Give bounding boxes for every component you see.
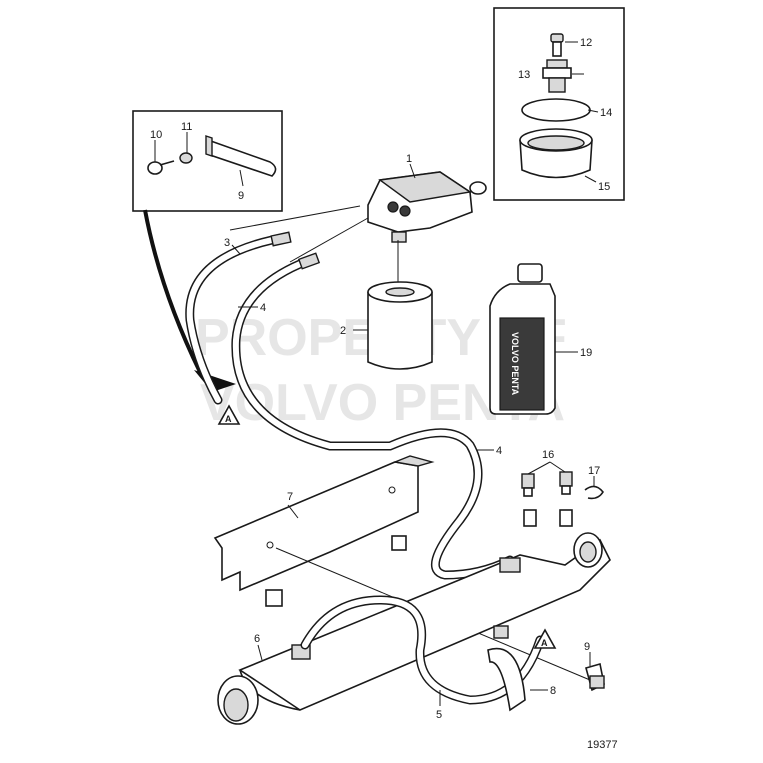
bleed-screw-part — [550, 33, 564, 57]
marker-a-left: A — [217, 404, 241, 425]
inset-box-bracket-fasteners: 10 11 9 — [132, 110, 283, 212]
clamp-part — [207, 138, 277, 177]
callout-18: 17 — [588, 465, 600, 477]
marker-a-right: A — [533, 628, 557, 649]
flange-screw-part: 9 — [584, 641, 605, 692]
marker-a-left-text: A — [225, 414, 232, 424]
inset-box-seal-kit: 12 13 14 15 — [493, 7, 625, 201]
callout-6: 6 — [254, 633, 260, 645]
hose-4-part: 4 4 — [231, 252, 515, 580]
callout-13: 12 — [580, 37, 592, 49]
callout-2: 2 — [340, 325, 346, 337]
nipple-part — [542, 59, 572, 93]
callout-10: 9 — [238, 190, 244, 202]
screw-part — [147, 160, 175, 175]
callout-11: 10 — [150, 129, 162, 141]
callout-7: 7 — [287, 491, 293, 503]
cooler-clamp-part: 8 — [487, 625, 556, 712]
callout-9: 9 — [584, 641, 590, 653]
callout-17: 16 — [542, 449, 554, 461]
adapters-part: 16 — [521, 449, 573, 527]
callout-16: 15 — [598, 181, 610, 193]
filter-head-part: 1 — [367, 153, 487, 243]
washer-part — [179, 152, 193, 164]
marker-a-right-text: A — [541, 638, 548, 648]
reference-arrow — [143, 209, 202, 373]
hose-3-part: 3 — [185, 231, 292, 405]
callout-1: 1 — [406, 153, 412, 165]
bottle-label: VOLVO PENTA — [510, 332, 520, 396]
callout-15: 14 — [600, 107, 612, 119]
callout-14: 13 — [518, 69, 530, 81]
callout-8: 8 — [550, 685, 556, 697]
callout-3: 3 — [224, 237, 230, 249]
o-ring-part — [521, 98, 591, 122]
callout-12: 11 — [181, 121, 192, 133]
hose-5-part: 5 — [300, 595, 545, 721]
filter-cup-part — [519, 128, 593, 179]
clip-part: 17 — [584, 465, 604, 500]
bracket-part: 7 — [213, 455, 435, 607]
oil-filter-part: 2 — [340, 281, 433, 370]
callout-4b: 4 — [496, 445, 502, 457]
callout-5: 5 — [436, 709, 442, 721]
callout-19: 19 — [580, 347, 592, 359]
oil-bottle-part: VOLVO PENTA 19 — [489, 263, 592, 415]
callout-4a: 4 — [260, 302, 266, 314]
drawing-number: 19377 — [587, 739, 618, 751]
